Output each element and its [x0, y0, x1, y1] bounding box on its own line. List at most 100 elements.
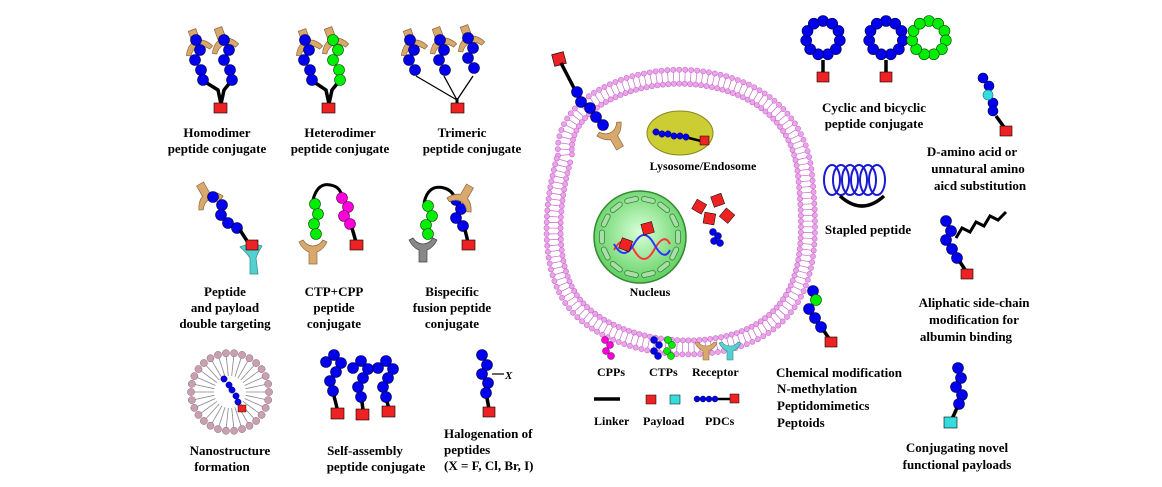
payload-icon: [618, 237, 634, 253]
payload-icon: [960, 268, 974, 280]
legend-pdcs-label: PDCs: [705, 414, 735, 428]
stapled-label: Stapled peptide: [825, 222, 912, 237]
legend-cpps: CPPs: [597, 336, 625, 379]
cytoplasm-peptides: [709, 228, 724, 247]
payload-icon: [482, 406, 496, 418]
peptide-chain: [189, 34, 238, 86]
legend-ctps: CTPs: [649, 336, 678, 379]
peptide-chain: [403, 32, 480, 76]
payload-icon: [691, 198, 708, 215]
stapled-peptide: Stapled peptide: [823, 164, 912, 237]
payload-cyan-icon: [943, 416, 958, 429]
legend-ctps-label: CTPs: [649, 365, 678, 379]
payload-icon: [213, 102, 228, 114]
bicyclic-ring-blue: [863, 15, 909, 61]
receptor-icon: [596, 121, 624, 151]
receptor-icon: [446, 183, 474, 213]
nanostructure-micelle: [187, 349, 273, 435]
payload-icon: [321, 102, 336, 114]
payload-icon: [551, 51, 567, 67]
payload-icon: [999, 125, 1013, 137]
receptor-icon: [298, 239, 328, 265]
legend-cpps-label: CPPs: [597, 365, 625, 379]
legend-payload: Payload: [643, 394, 685, 428]
cytoplasm-payloads: [691, 192, 736, 226]
entering-pdc: [551, 51, 624, 151]
helix-icon: [823, 164, 886, 196]
payload-icon: [450, 102, 465, 114]
peptide-chain: [977, 72, 999, 117]
modified-residue: [810, 294, 822, 306]
peptide-chain: [320, 349, 399, 403]
payload-icon: [330, 407, 345, 420]
payload-icon: [461, 239, 476, 251]
payload-icon: [381, 405, 396, 418]
payload-icon: [355, 408, 370, 421]
legend-receptor-label: Receptor: [692, 365, 739, 379]
legend-payload-label: Payload: [643, 414, 685, 428]
payload-icon: [349, 239, 364, 251]
payload-icon: [824, 336, 838, 348]
bicyclic-ring-green: [906, 15, 952, 61]
cyclic-ring: [800, 15, 846, 61]
peptide-chain-green: [420, 200, 438, 240]
nucleus-label: Nucleus: [630, 285, 671, 299]
peptide-chain: [803, 285, 827, 333]
receptor-gray-icon: [408, 237, 438, 263]
peptide-chain: [571, 86, 609, 131]
peptide-chain: [950, 362, 968, 410]
payload-icon: [245, 239, 259, 251]
legend-receptor: Receptor: [692, 341, 742, 379]
unnatural-residue: [982, 89, 994, 101]
peptide-chain-green: [308, 198, 324, 240]
lysosome-label: Lysosome/Endosome: [650, 159, 757, 173]
legend-linker-label: Linker: [594, 414, 630, 428]
nucleus: Nucleus: [593, 190, 687, 299]
peptide-chain: [298, 34, 318, 86]
peptide-chain: [476, 349, 494, 399]
payload-icon: [718, 207, 736, 224]
chemical-modification-conjugate: Chemical modification N-methylation Pept…: [776, 285, 905, 430]
peptide-chain-green: [327, 34, 346, 86]
payload-icon: [879, 71, 893, 83]
peptide-chain: [207, 191, 243, 234]
peptide-chain: [652, 128, 690, 141]
halogen-symbol: X: [504, 370, 513, 382]
payload-icon: [702, 211, 717, 226]
cpp-chain: [336, 192, 356, 230]
lysosome: Lysosome/Endosome: [646, 110, 757, 173]
legend-pdcs: PDCs: [693, 393, 740, 428]
legend-linker: Linker: [594, 397, 630, 428]
legend: CPPs CTPs Receptor Linker: [594, 336, 742, 428]
payload-icon: [699, 135, 710, 146]
peptide-chain: [940, 215, 963, 264]
payload-icon: [640, 221, 655, 236]
payload-icon: [710, 192, 726, 208]
chemical-label: Chemical modification N-methylation Pept…: [776, 365, 905, 430]
